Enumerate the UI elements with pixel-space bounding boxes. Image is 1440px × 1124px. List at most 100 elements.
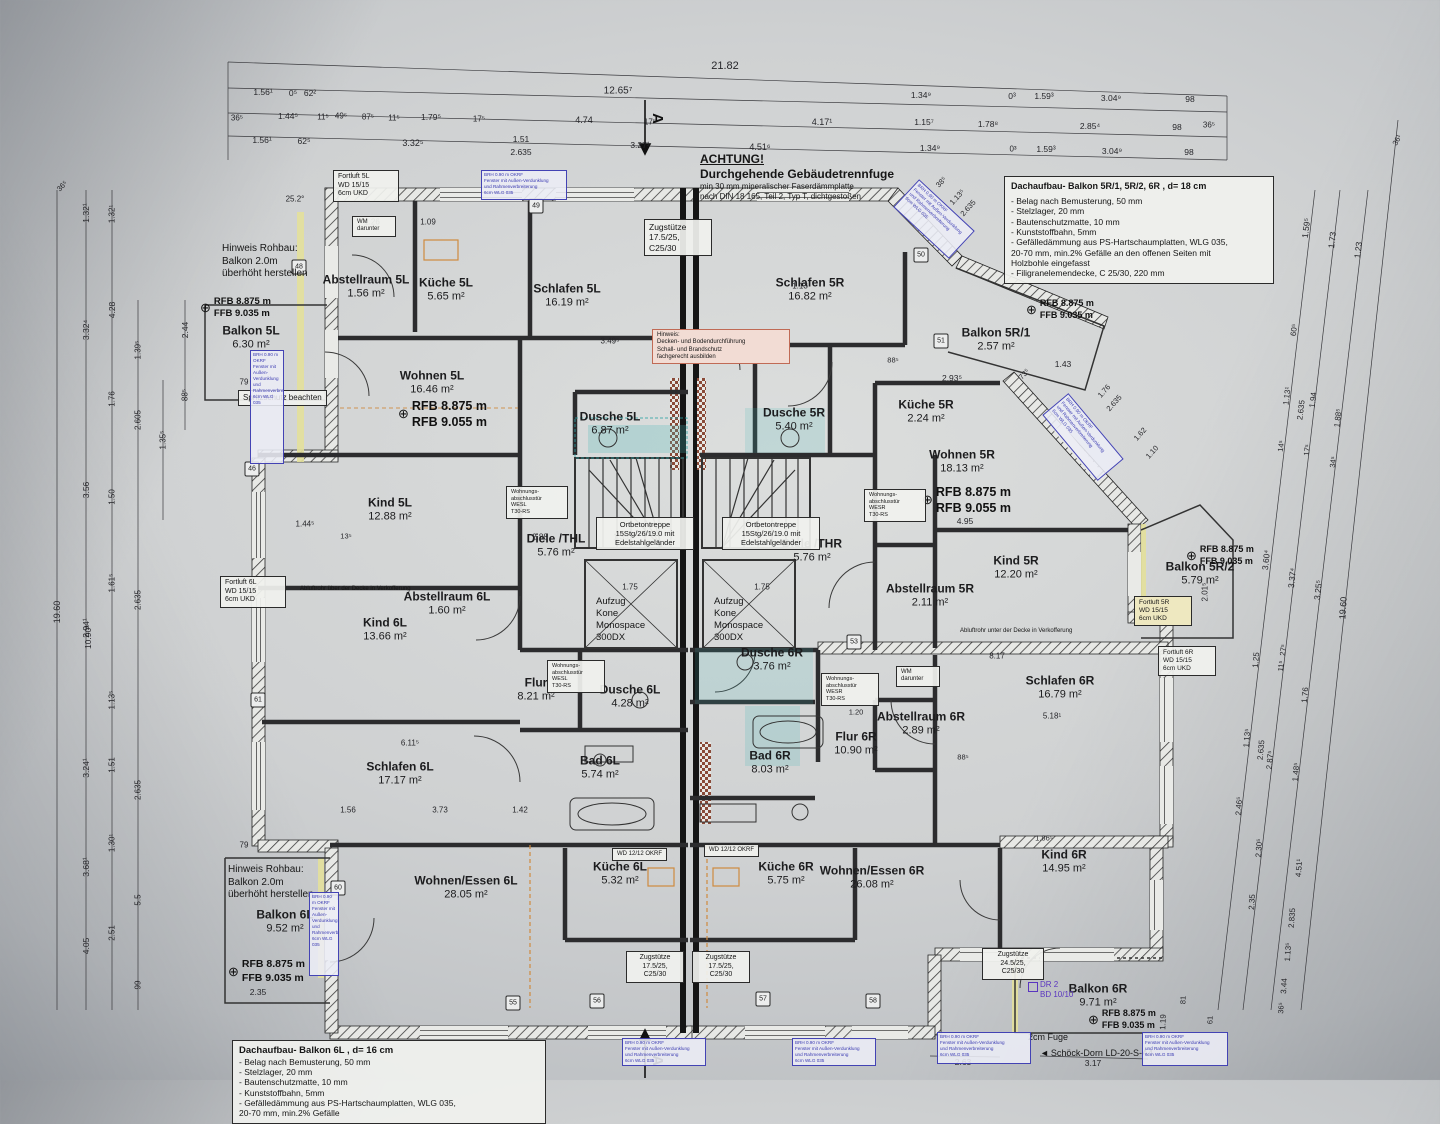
dim-label: 4.51⁶ [749, 142, 771, 152]
room-area: 9.71 m² [1079, 996, 1117, 1009]
dim-label: 3.32⁵ [402, 138, 424, 148]
room-name: Küche 5L [418, 275, 474, 290]
dim-label: 60⁵ [1288, 323, 1300, 337]
dim-label: 1.51 [512, 134, 530, 144]
dim-label: 79 [239, 377, 249, 387]
window-spec-line: Fenster mit Außen-Verdunklung [253, 363, 279, 381]
level-icon: ⊕ [200, 300, 211, 316]
level-icon: ⊕ [922, 492, 933, 508]
room-area: 10.90 m² [834, 744, 878, 757]
room-area: 16.79 m² [1038, 688, 1082, 701]
window-spec-line: Fenster mit Außen-Verdunklung [484, 177, 549, 183]
dim-label: 1.19 [1158, 1014, 1168, 1030]
window-spec-line: 6cm WLG 035 [795, 1057, 825, 1063]
room-name: Wohnen/Essen 6L [414, 873, 518, 888]
aufzug-left-label: Aufzug Kone Monospace 300DX [596, 596, 646, 643]
room-area: 2.89 m² [902, 724, 940, 737]
treppe-left-label: Ortbetontreppe 15Stg/26/19.0 mit Edelsta… [596, 517, 694, 551]
dim-label: 1.13⁵ [1282, 942, 1294, 962]
window-tag-49: 49 [528, 198, 544, 214]
room-name: Bad 6R [749, 748, 791, 763]
window-tag-61: 61 [250, 692, 266, 708]
dim-label: 1.56¹ [252, 135, 272, 145]
dim-label: 98 [1185, 94, 1195, 104]
dim-label: 17⁵ [1301, 443, 1313, 457]
dim-label: 21.82 [711, 60, 739, 72]
dim-label: 1.13 [792, 281, 808, 291]
dim-label: 1.35⁵ [158, 430, 168, 450]
room-name: Balkon 5R/1 [961, 325, 1031, 340]
dim-label: 4.51¹ [1293, 858, 1305, 878]
room-name: Kind 6L [363, 615, 407, 630]
room-area: 12.20 m² [994, 568, 1038, 581]
window-spec-line: 6cm WLG 035 [625, 1057, 655, 1063]
dim-label: 2.605 [133, 409, 143, 431]
section-marker-top: A [648, 113, 666, 124]
dim-label: 49⁶ [334, 111, 348, 121]
dim-label: 88⁵ [887, 355, 899, 365]
shaft-checker [670, 378, 711, 824]
dim-label: 2.88 [532, 532, 548, 542]
dim-label: 3.37⁴ [1285, 567, 1299, 589]
dim-label: 3.32⁴ [81, 319, 91, 341]
dim-label: 2.51 [107, 925, 117, 941]
room-area: 17.17 m² [378, 774, 422, 787]
dim-label: 0⁵ [288, 88, 298, 98]
dim-label: 1.94 [1307, 391, 1319, 409]
room-name: Diele /THL [526, 531, 586, 546]
dim-label: 34⁵ [1327, 455, 1339, 469]
dim-label: 87⁵ [361, 112, 375, 122]
dim-label: 1.34⁹ [910, 90, 932, 100]
dim-label: 88⁵ [180, 388, 190, 402]
dim-label: 61 [1205, 1015, 1215, 1025]
dim-label: 3.60⁴ [1259, 549, 1273, 571]
dim-label: 0³ [1009, 144, 1017, 154]
dim-label: 1.25 [1250, 651, 1262, 669]
room-name: Flur [524, 675, 548, 690]
dim-label: 2.30⁵ [1253, 838, 1265, 858]
dim-label: 3.04⁹ [1101, 146, 1123, 156]
zugstuetze-top-box: Zugstütze 17.5/25, C25/30 [644, 219, 712, 257]
dim-label: 3.73 [432, 805, 448, 815]
dim-label: 1.30¹ [107, 833, 117, 853]
dim-label: 17⁵ [643, 117, 657, 127]
room-name: Abstellraum 6R [876, 709, 966, 724]
window-spec-line: und Rahmenverbreiterung [940, 1045, 994, 1051]
wd-okrf-left: WD 12/12 OKRF [612, 848, 668, 862]
room-name: Kind 5R [993, 553, 1039, 568]
dachaufbau-left-note: Dachaufbau- Balkon 6L , d= 16 cm - Belag… [232, 1040, 546, 1124]
room-area: 5.76 m² [793, 551, 831, 564]
fuge-label: 2cm Fuge [1028, 1032, 1069, 1042]
window-spec-line: BRH 0.90 m OKRF [1145, 1034, 1185, 1039]
room-name: Bad 6L [579, 753, 621, 768]
room-name: Abstellraum 5L [322, 272, 410, 287]
window-spec-line: 6cm WLG 035 [312, 935, 333, 947]
room-name: Kind 6R [1041, 847, 1087, 862]
dim-label: 1.76 [107, 391, 117, 407]
level-icon: ⊕ [228, 963, 239, 979]
dim-label: 0³ [1008, 91, 1016, 101]
room-name: Balkon 6L [256, 907, 314, 922]
dachaufbau-right-note: Dachaufbau- Balkon 5R/1, 5R/2, 6R , d= 1… [1004, 176, 1274, 284]
dim-label: 2.87⁵ [1264, 750, 1276, 770]
dim-label: 14⁵ [1275, 439, 1287, 453]
dim-label: 11⁵ [388, 113, 400, 123]
